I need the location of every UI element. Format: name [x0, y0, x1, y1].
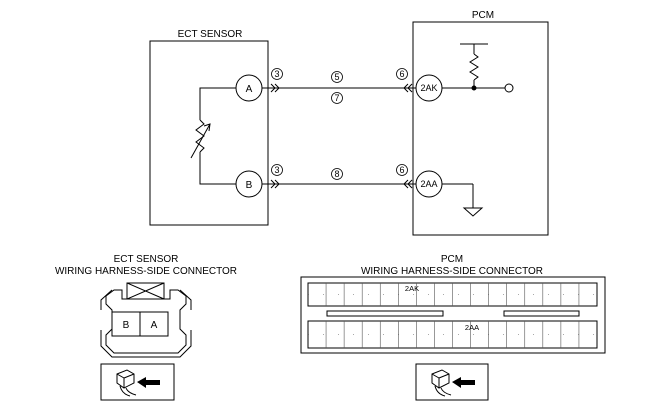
ect-connector-view-icon	[100, 363, 175, 401]
svg-text:2AA: 2AA	[420, 179, 437, 189]
ect-terminal-a: A	[235, 74, 263, 102]
pcm-title: PCM	[472, 10, 494, 21]
ect-pin-b: 3	[271, 164, 283, 176]
pcm-pin-2aa: 6	[396, 164, 408, 176]
svg-text:2AK: 2AK	[420, 83, 437, 93]
wire-label-8: 8	[331, 168, 343, 180]
svg-text:3: 3	[274, 165, 279, 175]
pcm-connector-label-2aa: 2AA	[465, 323, 479, 332]
ect-connector-title1: ECT SENSOR	[114, 254, 179, 265]
wire-lower	[262, 179, 416, 189]
svg-text:6: 6	[399, 165, 404, 175]
thermistor-symbol	[190, 87, 236, 185]
ect-connector-cell-b: B	[123, 320, 130, 331]
pcm-connector-row-2aa	[307, 320, 598, 349]
ect-connector-cell-a: A	[151, 320, 158, 331]
pcm-connector-outer	[300, 276, 606, 354]
svg-text:A: A	[246, 84, 253, 95]
svg-text:6: 6	[399, 69, 404, 79]
pcm-connector-label-2ak: 2AK	[405, 284, 419, 293]
ect-sensor-title: ECT SENSOR	[178, 29, 243, 40]
pcm-ground-symbol	[442, 183, 484, 217]
svg-text:8: 8	[334, 169, 339, 179]
pcm-terminal-2aa: 2AA	[415, 170, 443, 198]
pcm-connector-key-right	[503, 310, 580, 317]
wire-label-5: 5	[331, 71, 343, 83]
pcm-connector-title2: WIRING HARNESS-SIDE CONNECTOR	[361, 266, 543, 277]
pcm-pullup-resistor	[442, 43, 514, 93]
pcm-connector-title1: PCM	[441, 254, 463, 265]
svg-text:7: 7	[334, 93, 339, 103]
pcm-pin-2ak: 6	[396, 68, 408, 80]
wire-upper	[262, 83, 416, 93]
wire-label-7: 7	[331, 92, 343, 104]
pcm-box	[412, 21, 549, 236]
pcm-connector-key-left	[326, 310, 444, 317]
pcm-connector-view-icon	[415, 363, 489, 401]
svg-text:B: B	[246, 180, 253, 191]
svg-text:5: 5	[334, 72, 339, 82]
ect-terminal-b: B	[235, 170, 263, 198]
svg-text:3: 3	[274, 69, 279, 79]
ect-connector-drawing	[100, 282, 192, 358]
ect-sensor-box	[149, 40, 269, 226]
ect-connector-title2: WIRING HARNESS-SIDE CONNECTOR	[55, 266, 237, 277]
pcm-terminal-2ak: 2AK	[415, 74, 443, 102]
ect-pin-a: 3	[271, 68, 283, 80]
pcm-connector-row-2ak	[307, 282, 598, 307]
